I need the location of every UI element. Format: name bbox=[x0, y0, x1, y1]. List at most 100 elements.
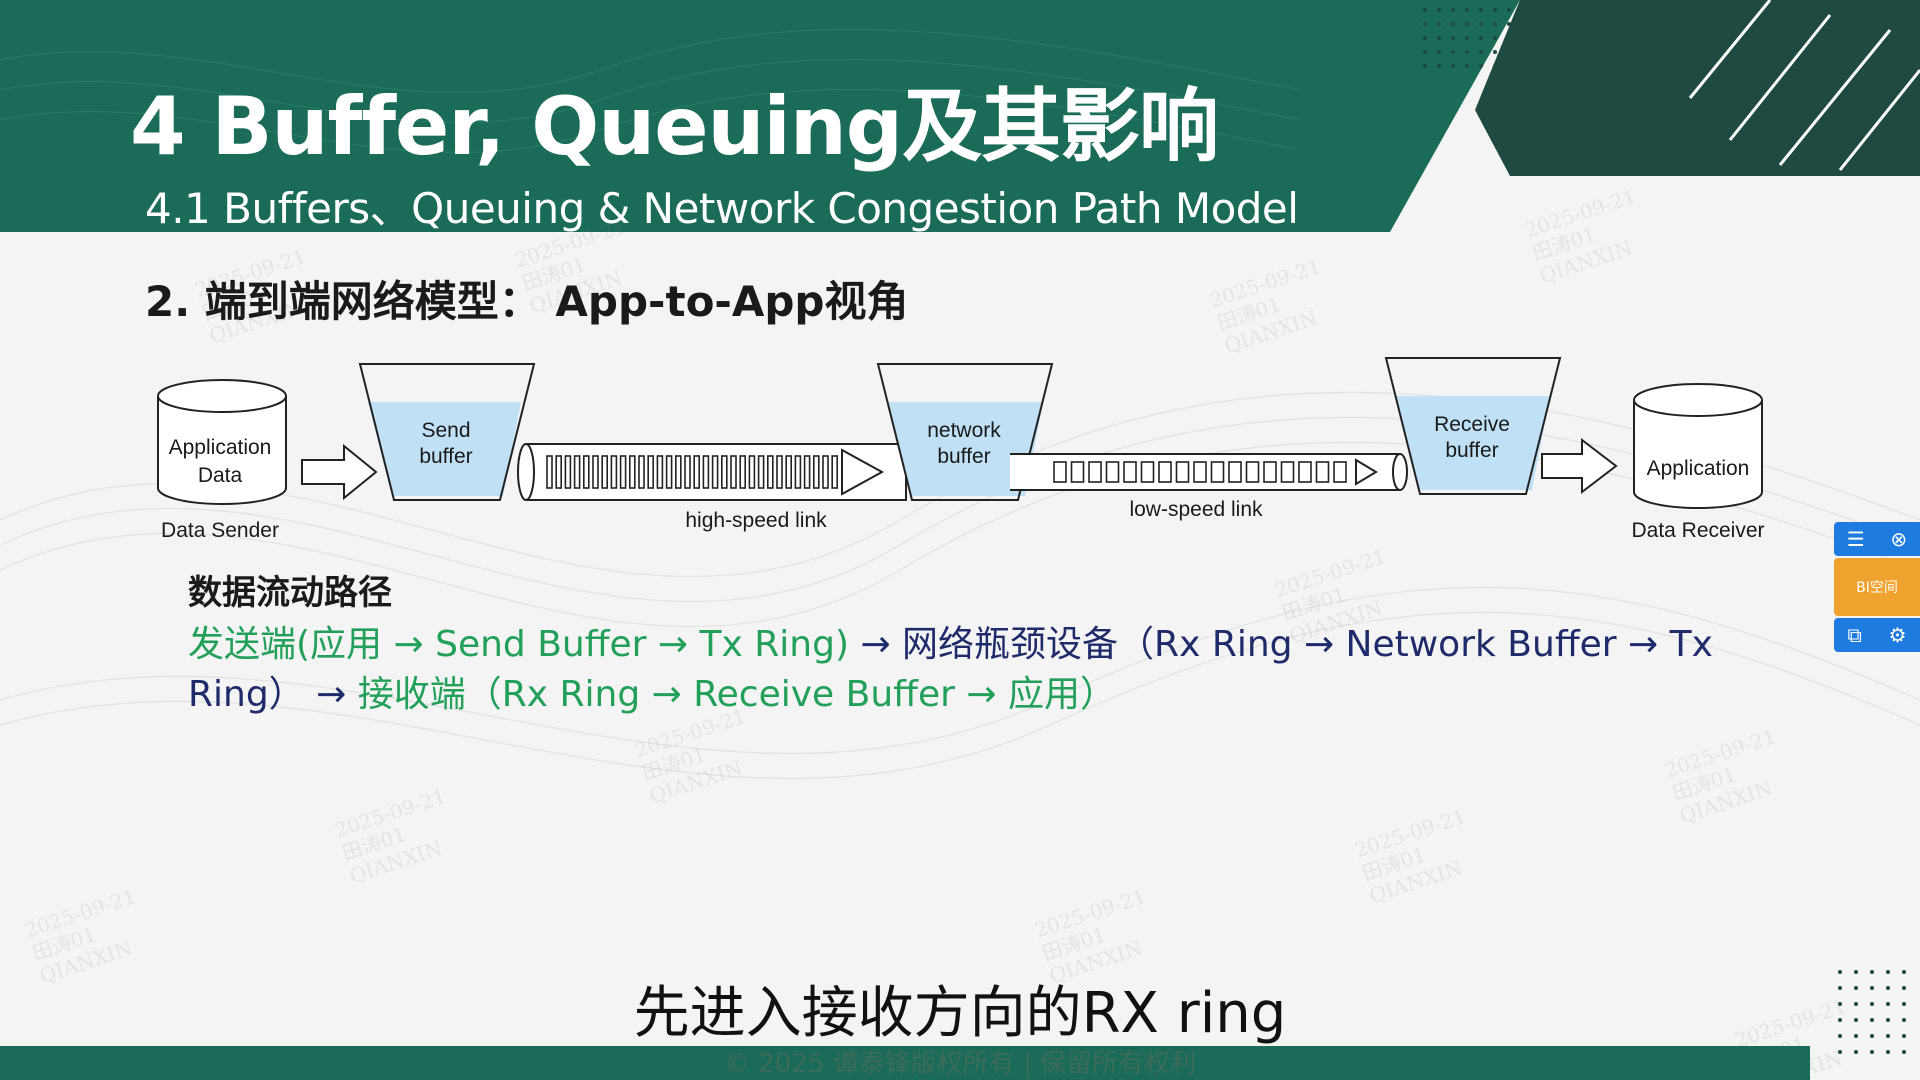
flow-bottleneck-segment: → 网络瓶颈设备（Rx Ring → Network Buffer → Tx bbox=[849, 624, 1713, 665]
decor-dot bbox=[1838, 986, 1842, 990]
list-icon[interactable]: ☰ bbox=[1846, 527, 1865, 551]
packet-cell bbox=[720, 455, 728, 489]
decor-dot bbox=[1465, 36, 1469, 40]
flow-sender-segment: 发送端(应用 → Send Buffer → Tx Ring) bbox=[188, 624, 849, 665]
decor-dot bbox=[1535, 8, 1539, 12]
send-buffer-label-2: buffer bbox=[419, 445, 472, 468]
decor-dot bbox=[1521, 8, 1525, 12]
slide-title: 4 Buffer, Queuing及其影响 bbox=[130, 80, 1219, 173]
packet-cell bbox=[1193, 461, 1207, 483]
network-buffer-label-2: buffer bbox=[937, 445, 990, 468]
network-path-diagram bbox=[157, 357, 1763, 509]
decor-dot bbox=[1854, 1002, 1858, 1006]
decor-dot bbox=[1886, 1018, 1890, 1022]
packet-cell bbox=[1280, 461, 1295, 483]
packet-cell bbox=[610, 455, 618, 489]
decor-dot bbox=[1521, 64, 1525, 68]
packet-cell bbox=[601, 455, 609, 489]
decor-dot bbox=[1535, 50, 1539, 54]
sender-cylinder-label-2: Data bbox=[198, 464, 243, 487]
close-circle-icon[interactable]: ⊗ bbox=[1890, 527, 1908, 551]
packet-cell bbox=[1088, 461, 1102, 483]
decor-dot bbox=[1493, 36, 1497, 40]
decor-dot bbox=[1902, 1018, 1906, 1022]
decor-dot bbox=[1465, 22, 1469, 26]
packet-cell bbox=[573, 455, 581, 489]
packet-cell bbox=[1298, 461, 1312, 483]
decor-dot bbox=[1854, 986, 1858, 990]
decor-dot bbox=[1423, 50, 1427, 54]
decor-dot bbox=[1465, 8, 1469, 12]
receive-buffer-funnel bbox=[1384, 357, 1562, 495]
decor-dot bbox=[1535, 22, 1539, 26]
header-band bbox=[0, 0, 1520, 232]
decor-dot bbox=[1549, 50, 1553, 54]
packet-cell bbox=[628, 455, 636, 489]
decor-dot bbox=[1870, 1034, 1874, 1038]
decor-dot bbox=[1854, 1034, 1858, 1038]
packet-cell bbox=[693, 455, 701, 489]
decor-dot bbox=[1870, 970, 1874, 974]
packet-cell bbox=[785, 455, 793, 489]
decor-dot bbox=[1886, 986, 1890, 990]
receive-buffer-label-1: Receive bbox=[1434, 413, 1510, 436]
packet-cell bbox=[1210, 461, 1225, 483]
decor-dot bbox=[1423, 22, 1427, 26]
packet-cell bbox=[592, 455, 599, 489]
decor-dot bbox=[1549, 36, 1553, 40]
packet-cell bbox=[1053, 461, 1067, 483]
decor-dot bbox=[1437, 8, 1441, 12]
decor-dot bbox=[1423, 8, 1427, 12]
export-icon[interactable]: ⧉ bbox=[1847, 623, 1862, 647]
settings-icon[interactable]: ⚙ bbox=[1888, 623, 1907, 647]
flow-receiver-segment: 接收端（Rx Ring → Receive Buffer → 应用） bbox=[357, 674, 1116, 715]
side-panel-bottom: ⧉ ⚙ bbox=[1834, 618, 1920, 652]
side-panel-top: ☰ ⊗ bbox=[1834, 522, 1920, 556]
packet-cell bbox=[546, 455, 553, 489]
data-receiver-label: Data Receiver bbox=[1631, 519, 1764, 542]
diagram-labels: Application Data Data Sender Send buffer… bbox=[161, 413, 1764, 542]
packet-cell bbox=[1263, 461, 1277, 483]
decor-dot bbox=[1535, 36, 1539, 40]
packet-cell bbox=[656, 455, 664, 489]
flow-line-2: Ring） → 接收端（Rx Ring → Receive Buffer → 应… bbox=[188, 665, 1116, 717]
bi-space-button[interactable]: BI空间 bbox=[1834, 558, 1920, 616]
packet-cell bbox=[803, 455, 811, 489]
decor-dot bbox=[1423, 36, 1427, 40]
decor-dot bbox=[1465, 50, 1469, 54]
decor-dot bbox=[1902, 970, 1906, 974]
packet-cell bbox=[766, 455, 774, 489]
decor-dot bbox=[1507, 36, 1511, 40]
block-arrow-icon bbox=[301, 443, 378, 501]
corner-stripes bbox=[1688, 0, 1920, 171]
decor-dot bbox=[1451, 64, 1455, 68]
decor-dot bbox=[1886, 970, 1890, 974]
decor-dot bbox=[1838, 1002, 1842, 1006]
packet-cell bbox=[812, 455, 820, 489]
decor-dot bbox=[1507, 50, 1511, 54]
decor-dot bbox=[1479, 36, 1483, 40]
packet-cell bbox=[794, 455, 802, 489]
packet-cell bbox=[638, 455, 645, 489]
packet-cell bbox=[564, 455, 572, 489]
decor-dot bbox=[1854, 970, 1858, 974]
packet-cell bbox=[1245, 461, 1260, 483]
packet-cell bbox=[582, 455, 590, 489]
header-waves bbox=[0, 29, 1301, 153]
network-buffer-label-1: network bbox=[927, 419, 1001, 442]
packet-cell bbox=[702, 455, 710, 489]
decor-dot bbox=[1423, 64, 1427, 68]
decor-dot bbox=[1870, 1050, 1874, 1054]
decor-dot bbox=[1479, 64, 1483, 68]
decor-dot bbox=[1838, 1050, 1842, 1054]
decor-dot bbox=[1838, 970, 1842, 974]
packet-cell bbox=[674, 455, 682, 489]
decor-dot bbox=[1465, 64, 1469, 68]
decor-dot bbox=[1437, 50, 1441, 54]
decor-dot bbox=[1870, 986, 1874, 990]
decor-dot bbox=[1549, 8, 1553, 12]
low-speed-link-pipe bbox=[1010, 453, 1408, 491]
sender-cylinder bbox=[157, 379, 287, 505]
decor-dot bbox=[1437, 64, 1441, 68]
